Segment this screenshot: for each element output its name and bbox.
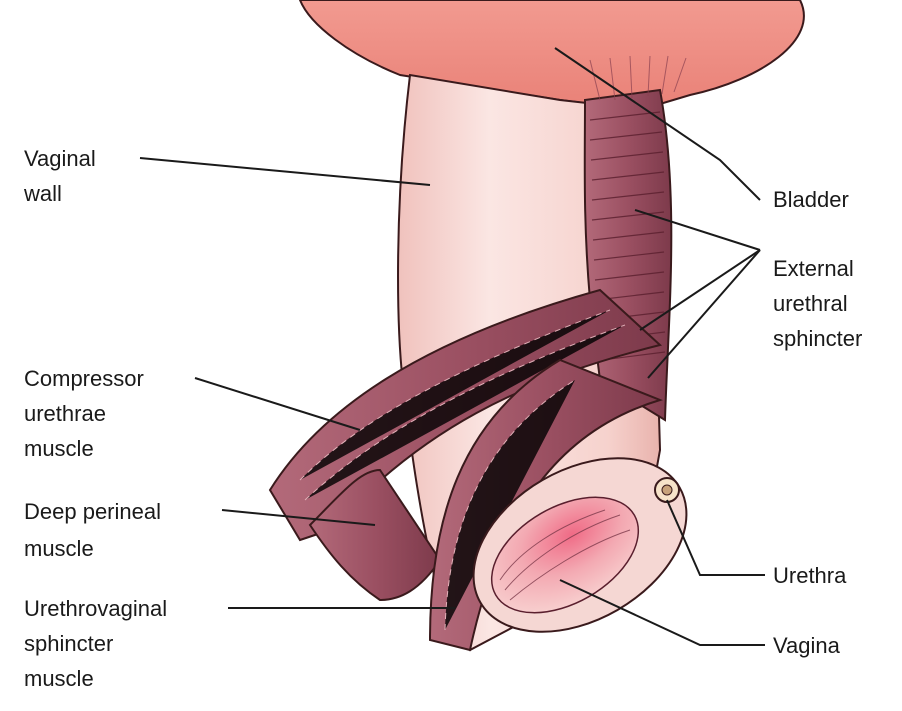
svg-text:Urethra: Urethra	[773, 563, 847, 588]
svg-text:sphincter: sphincter	[24, 631, 113, 656]
urethra-lumen	[662, 485, 672, 495]
label-vagina: Vagina	[773, 633, 841, 658]
svg-text:urethral: urethral	[773, 291, 848, 316]
label-urethrovaginal-sphincter: Urethrovaginal sphincter muscle	[24, 596, 167, 691]
svg-text:muscle: muscle	[24, 436, 94, 461]
svg-text:External: External	[773, 256, 854, 281]
label-urethra: Urethra	[773, 563, 847, 588]
svg-text:Deep perineal: Deep perineal	[24, 499, 161, 524]
label-vaginal-wall: Vaginal wall	[23, 146, 96, 206]
leader-vaginal-wall	[140, 158, 430, 185]
svg-text:urethrae: urethrae	[24, 401, 106, 426]
label-external-urethral-sphincter: External urethral sphincter	[773, 256, 862, 351]
label-bladder: Bladder	[773, 187, 849, 212]
svg-text:sphincter: sphincter	[773, 326, 862, 351]
svg-text:Vaginal: Vaginal	[24, 146, 96, 171]
svg-text:Vagina: Vagina	[773, 633, 841, 658]
svg-text:Compressor: Compressor	[24, 366, 144, 391]
bladder-shape	[300, 0, 804, 110]
svg-text:Urethrovaginal: Urethrovaginal	[24, 596, 167, 621]
label-compressor-urethrae: Compressor urethrae muscle	[24, 366, 144, 461]
svg-text:wall: wall	[23, 181, 62, 206]
svg-text:muscle: muscle	[24, 536, 94, 561]
label-deep-perineal: Deep perineal muscle	[24, 499, 161, 561]
svg-text:muscle: muscle	[24, 666, 94, 691]
leader-compressor	[195, 378, 360, 430]
svg-text:Bladder: Bladder	[773, 187, 849, 212]
